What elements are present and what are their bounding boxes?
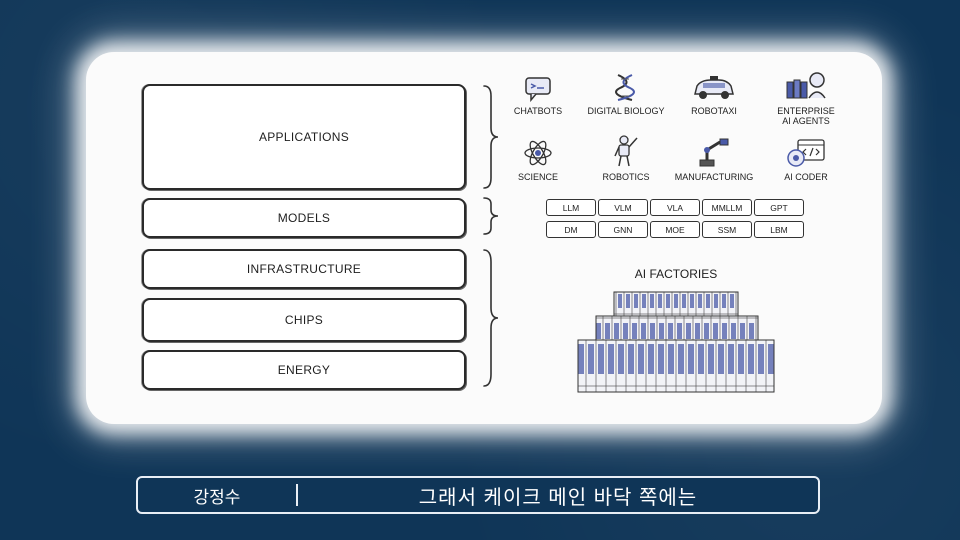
humanoid-robot-icon — [614, 135, 638, 167]
app-label: ROBOTAXI — [691, 106, 737, 116]
app-label: MANUFACTURING — [674, 172, 754, 182]
subtitle-bar: 강정수 그래서 케이크 메인 바닥 쪽에는 — [136, 476, 820, 514]
model-vla: VLA — [650, 199, 700, 216]
app-label: AI CODER — [784, 172, 828, 182]
model-ssm: SSM — [702, 221, 752, 238]
model-label: LLM — [562, 202, 580, 213]
robot-arm-icon — [699, 138, 729, 167]
brace-models — [483, 197, 499, 235]
stack-chips: CHIPS — [142, 298, 466, 342]
model-vlm: VLM — [598, 199, 648, 216]
app-ai-coder: AI CODER — [760, 138, 852, 182]
brace-ai-factories — [483, 249, 499, 387]
atom-icon — [524, 140, 552, 166]
model-label: MMLLM — [711, 202, 743, 213]
app-chatbots: CHATBOTS — [492, 74, 584, 116]
model-label: MOE — [665, 224, 685, 235]
ai-factories-title: AI FACTORIES — [634, 267, 718, 281]
model-label: DM — [564, 224, 578, 235]
stack-infrastructure: INFRASTRUCTURE — [142, 249, 466, 289]
app-enterprise-ai-agents: ENTERPRISE AI AGENTS — [760, 70, 852, 126]
model-label: VLM — [614, 202, 632, 213]
model-moe: MOE — [650, 221, 700, 238]
app-science: SCIENCE — [492, 138, 584, 182]
stack-label: MODELS — [277, 211, 331, 225]
caption-divider — [296, 484, 298, 506]
app-digital-biology: DIGITAL BIOLOGY — [580, 72, 672, 116]
enterprise-agents-icon — [786, 72, 826, 99]
model-label: VLA — [666, 202, 684, 213]
stack-energy: ENERGY — [142, 350, 466, 390]
model-label: LBM — [770, 224, 788, 235]
robotaxi-icon — [694, 76, 734, 99]
server-racks-illustration — [577, 291, 775, 393]
app-label: CHATBOTS — [513, 106, 563, 116]
whiteboard: APPLICATIONS MODELS INFRASTRUCTURE CHIPS… — [86, 52, 882, 424]
stack-applications: APPLICATIONS — [142, 84, 466, 190]
app-label: ENTERPRISE AI AGENTS — [777, 106, 835, 126]
model-label: GPT — [770, 202, 788, 213]
app-robotaxi: ROBOTAXI — [668, 74, 760, 116]
model-gnn: GNN — [598, 221, 648, 238]
model-label: SSM — [717, 224, 737, 235]
chatbot-icon — [525, 77, 551, 102]
model-llm: LLM — [546, 199, 596, 216]
app-label: ROBOTICS — [602, 172, 650, 182]
app-manufacturing: MANUFACTURING — [668, 136, 760, 182]
app-label: DIGITAL BIOLOGY — [587, 106, 665, 116]
model-mmllm: MMLLM — [702, 199, 752, 216]
app-robotics: ROBOTICS — [580, 134, 672, 182]
code-window-icon — [787, 139, 825, 167]
brace-applications — [483, 85, 499, 189]
model-lbm: LBM — [754, 221, 804, 238]
model-gpt: GPT — [754, 199, 804, 216]
app-label: SCIENCE — [517, 172, 558, 182]
dna-icon — [615, 74, 635, 101]
model-dm: DM — [546, 221, 596, 238]
stack-label: CHIPS — [284, 313, 324, 327]
stack-label: INFRASTRUCTURE — [246, 262, 362, 276]
stack-models: MODELS — [142, 198, 466, 238]
model-label: GNN — [613, 224, 633, 235]
stack-label: APPLICATIONS — [258, 130, 350, 144]
caption-text: 그래서 케이크 메인 바닥 쪽에는 — [418, 486, 698, 509]
stack-label: ENERGY — [277, 363, 331, 377]
speaker-name: 강정수 — [193, 487, 241, 507]
